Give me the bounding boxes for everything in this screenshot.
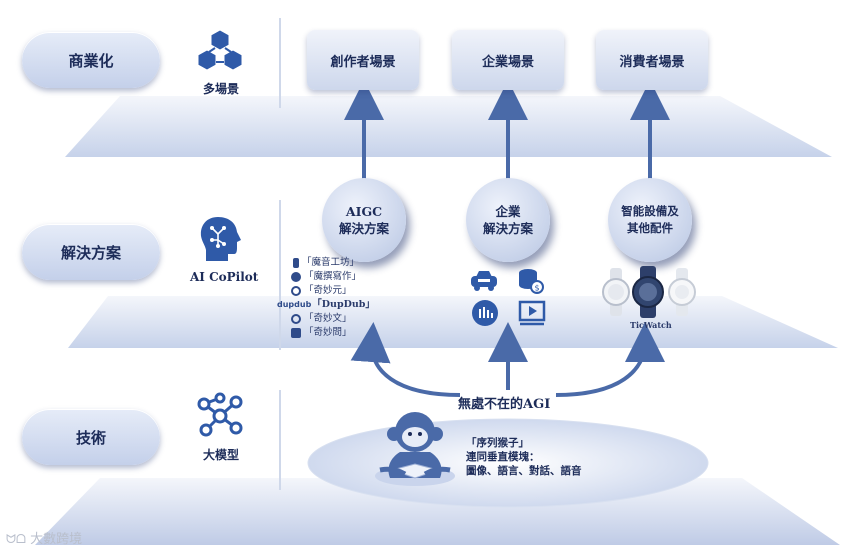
layer-solutions-label: 解決方案 <box>60 243 121 262</box>
commercial-platform <box>65 96 832 157</box>
ai-head-icon <box>200 217 241 261</box>
product-item: 「奇妙元」 <box>291 284 352 297</box>
layer-technology-icon-label: 大模型 <box>203 448 240 462</box>
model-name: 「序列猴子」 <box>466 437 529 449</box>
solution-devices-line1: 智能設備及 <box>621 204 679 218</box>
watermark-logo-icon: ᗢᗝ <box>6 532 26 546</box>
smartwatch-image <box>602 266 696 318</box>
device-brand: TicWatch <box>630 320 672 330</box>
divider-bottom <box>279 390 281 490</box>
solution-enterprise-line2: 解決方案 <box>482 221 533 236</box>
scenario-creator-label: 創作者場景 <box>330 54 396 70</box>
arrow-agi-left <box>350 322 461 397</box>
model-line2: 連同垂直模塊： <box>466 451 540 463</box>
product-item: 「魔撰寫作」 <box>291 270 361 283</box>
product-item: dupdub「DupDub」 <box>277 299 375 310</box>
layer-technology-label: 技術 <box>75 428 106 447</box>
enterprise-apps: $ <box>470 268 550 328</box>
solution-devices-line2: 其他配件 <box>627 221 673 235</box>
divider-top <box>279 18 281 108</box>
solution-enterprise: 企業 解決方案 <box>466 178 550 262</box>
watermark-text: 大數跨境 <box>30 532 83 547</box>
network-nodes-icon <box>197 392 243 437</box>
product-item: 「奇妙文」 <box>291 312 352 325</box>
agi-label: 無處不在的AGI <box>458 397 551 412</box>
scenario-enterprise-label: 企業場景 <box>481 54 534 70</box>
model-text: 「序列猴子」 連同垂直模塊： 圖像、語言、對話、語音 <box>466 436 582 478</box>
product-icon <box>293 257 299 268</box>
solutions-platform <box>68 296 838 348</box>
scenario-creator: 創作者場景 <box>307 30 419 90</box>
scenario-consumer-label: 消費者場景 <box>619 54 685 70</box>
video-play-icon <box>518 300 546 326</box>
product-icon <box>291 313 301 324</box>
layer-commercial-icon-label: 多場景 <box>203 82 240 96</box>
dupdub-logo: dupdub <box>277 300 312 309</box>
cubes-network-icon <box>197 29 243 71</box>
product-item: 「魔音工坊」 <box>293 256 359 269</box>
divider-middle <box>279 200 281 350</box>
solution-aigc: AIGC 解決方案 <box>322 178 406 262</box>
coins-icon: $ <box>519 269 544 294</box>
product-item: 「奇妙問」 <box>291 326 352 339</box>
solution-devices: 智能設備及 其他配件 <box>608 178 692 262</box>
solution-aigc-line1: AIGC <box>345 204 383 219</box>
layer-solutions-icon-label: AI CoPilot <box>190 270 259 284</box>
product-icon <box>291 327 301 338</box>
product-icon <box>291 271 301 282</box>
audio-bars-icon <box>472 300 498 326</box>
layer-solutions-pill: 解決方案 <box>22 224 160 280</box>
solution-enterprise-line1: 企業 <box>495 204 521 219</box>
model-line3: 圖像、語言、對話、語音 <box>466 465 582 477</box>
layer-commercial-pill: 商業化 <box>22 32 160 88</box>
solution-aigc-line2: 解決方案 <box>338 221 389 236</box>
product-icon <box>291 285 301 296</box>
svg-text:$: $ <box>535 284 540 293</box>
scenario-enterprise: 企業場景 <box>452 30 564 90</box>
watermark: ᗢᗝ 大數跨境 <box>6 528 82 547</box>
car-icon <box>471 271 497 291</box>
scenario-consumer: 消費者場景 <box>596 30 708 90</box>
layer-commercial-label: 商業化 <box>68 51 114 70</box>
layer-technology-pill: 技術 <box>22 409 160 465</box>
monkey-mascot-icon <box>375 412 455 486</box>
arrow-agi-right <box>555 322 665 397</box>
